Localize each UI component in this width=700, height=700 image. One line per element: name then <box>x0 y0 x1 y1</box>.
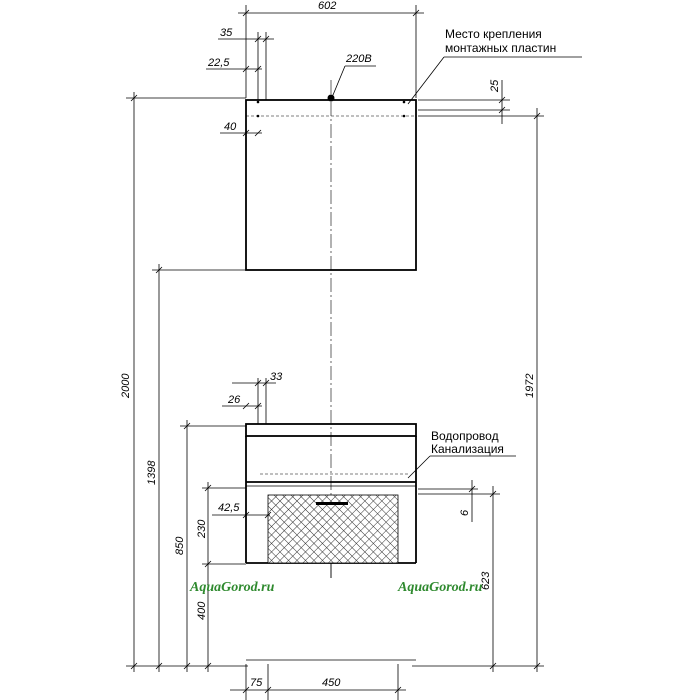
dim-33-label: 33 <box>270 371 283 383</box>
watermark-left: AquaGorod.ru <box>189 580 275 595</box>
vanity-unit <box>245 423 417 661</box>
dim-75-label: 75 <box>250 677 263 689</box>
dim-40-label: 40 <box>224 121 237 133</box>
dim-400-label: 400 <box>196 601 208 620</box>
dim-623: 623 <box>418 486 500 672</box>
dim-850: 850 <box>174 420 246 672</box>
mounting-note: Место крепления монтажных пластин <box>407 27 582 105</box>
dim-mount-offsets: 35 22,5 40 <box>206 27 274 137</box>
dim-1972-label: 1972 <box>524 374 536 398</box>
mounting-note-line1: Место крепления <box>445 27 542 41</box>
dim-42-5-label: 42,5 <box>218 502 240 514</box>
drawer-handle <box>316 502 348 505</box>
dim-230: 230 <box>196 482 246 570</box>
dim-230-label: 230 <box>196 519 208 539</box>
sewer-label: Канализация <box>431 442 504 456</box>
utility-zone-hatch <box>267 494 399 564</box>
dim-bottom: 75 450 <box>230 664 406 700</box>
dim-400: 400 <box>196 570 212 672</box>
dim-6: 6 <box>418 480 478 522</box>
dim-1398: 1398 <box>146 264 246 672</box>
dim-42-5: 42,5 <box>212 502 272 519</box>
dim-1972: 1972 <box>412 108 544 672</box>
dim-602: 602 <box>238 0 424 98</box>
dim-623-label: 623 <box>480 571 492 590</box>
dim-6-label: 6 <box>459 509 471 516</box>
dim-26-label: 26 <box>227 394 241 406</box>
dim-35-label: 35 <box>220 27 233 39</box>
washbasin-top <box>245 423 417 437</box>
dim-vanity-offsets: 33 26 <box>222 371 283 424</box>
dim-25-label: 25 <box>489 79 501 93</box>
dim-602-label: 602 <box>318 0 336 12</box>
dim-2000-label: 2000 <box>120 373 132 399</box>
dim-450-label: 450 <box>322 677 341 689</box>
mounting-note-line2: монтажных пластин <box>445 41 556 55</box>
mount-point-right <box>402 100 406 104</box>
dim-25: 25 <box>418 79 510 124</box>
power-label-group: 220В <box>332 53 376 96</box>
mount-point-right-low <box>402 114 406 118</box>
dim-22-5-label: 22,5 <box>207 57 230 69</box>
dim-850-label: 850 <box>174 536 186 555</box>
power-label: 220В <box>345 53 372 65</box>
mount-point-left <box>256 100 260 104</box>
plumbing-note: Водопровод Канализация <box>407 429 516 479</box>
watermark-right: AquaGorod.ru <box>397 580 483 595</box>
water-supply-label: Водопровод <box>431 429 499 443</box>
mount-point-left-low <box>256 114 260 118</box>
dim-1398-label: 1398 <box>146 460 158 485</box>
